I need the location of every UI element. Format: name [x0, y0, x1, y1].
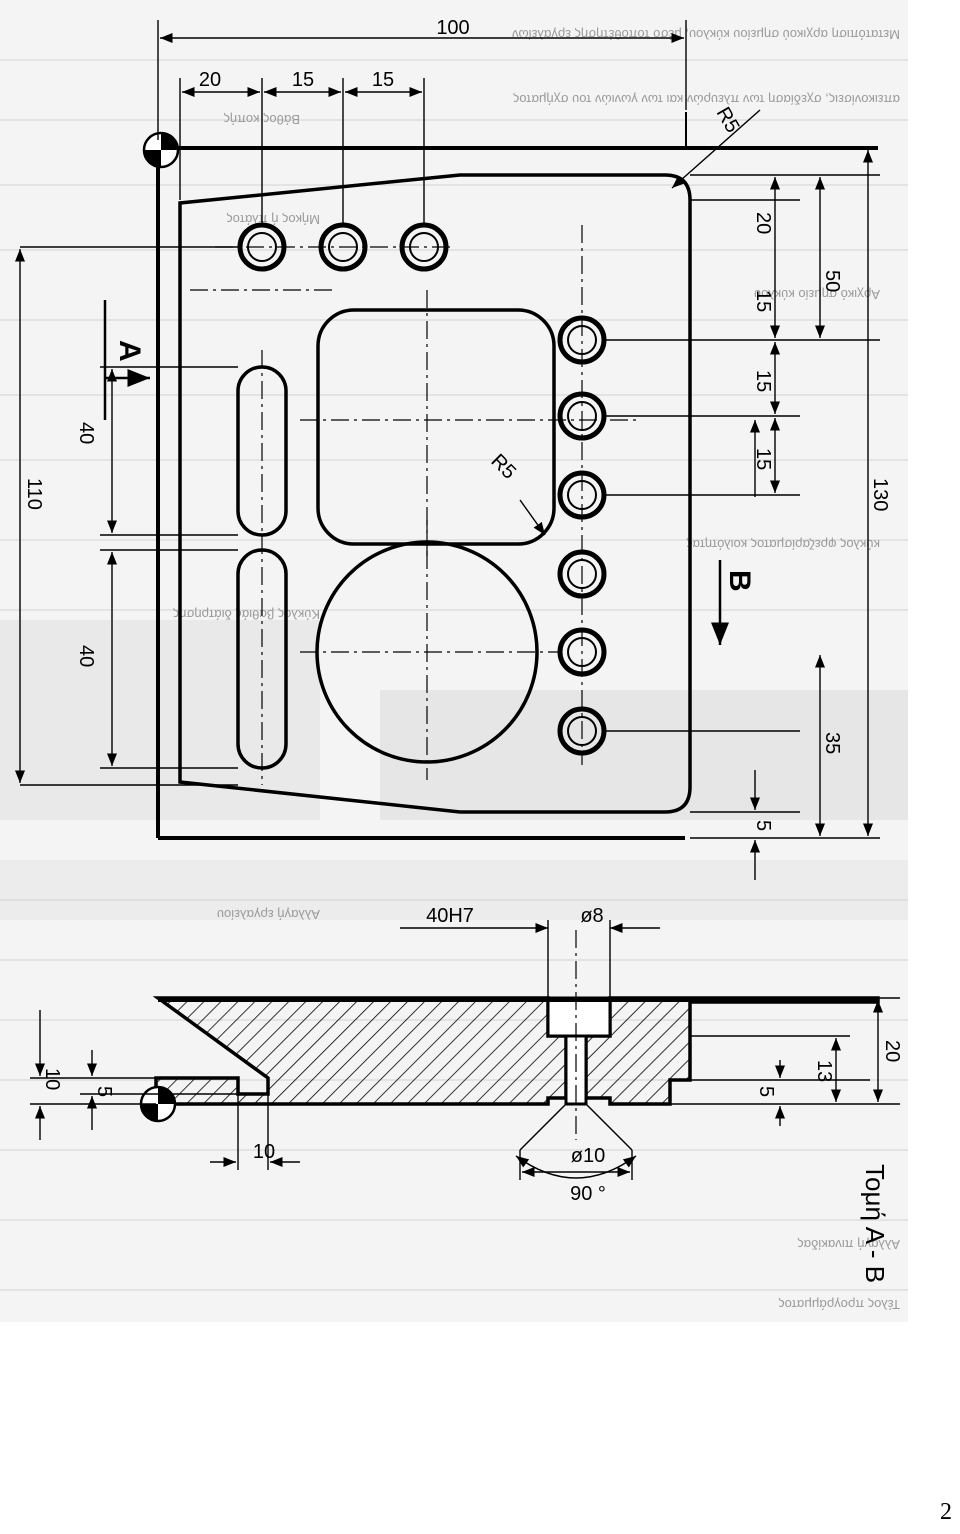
ghost-line: Αλλαγή εργαλείου — [217, 907, 320, 922]
dim-section-angle: 90 ° — [570, 1183, 606, 1205]
datum-symbol-icon — [142, 131, 180, 169]
dim-right-5: 5 — [752, 820, 774, 831]
hole — [557, 315, 607, 365]
dim-section-10-left: 10 — [41, 1068, 63, 1090]
hole — [557, 470, 607, 520]
ghost-line: Κύκλος βαθιάς διάτρησης — [173, 607, 320, 622]
plan-dimensions — [14, 20, 880, 880]
dim-section-dia10: ø10 — [571, 1145, 605, 1167]
page-number: 2 — [940, 1499, 952, 1525]
ghost-line: Μετατόπιση αρχικού σημείου κύκλου, μέσο … — [512, 27, 900, 42]
section-title: Τομή Α - Β — [860, 1164, 890, 1283]
ghost-line: Τέλος προγράμματος — [778, 1297, 900, 1312]
dim-right-15-a: 15 — [752, 290, 774, 312]
dim-section-10-bottom: 10 — [253, 1141, 275, 1163]
dim-right-15-b: 15 — [752, 370, 774, 392]
dim-right-15-c: 15 — [752, 448, 774, 470]
view-marker-a: A — [113, 340, 146, 362]
ghost-line: Αλλαγή πινακίδας — [797, 1237, 900, 1252]
dim-width-20: 20 — [199, 69, 221, 91]
dim-width-15-a: 15 — [292, 69, 314, 91]
hole — [557, 549, 607, 599]
dim-section-13: 13 — [813, 1060, 835, 1082]
dim-width-15-b: 15 — [372, 69, 394, 91]
hole — [557, 391, 607, 441]
dim-right-50: 50 — [821, 270, 843, 292]
ghost-line: κύκλος φρεζαρίσματος κοιλότητας — [686, 537, 880, 552]
ghost-line: απεικονίσεις, σχεδίαση των πλευρών και τ… — [513, 92, 900, 107]
dim-section-40h7: 40H7 — [426, 905, 474, 927]
section-dimension-labels: 40H7 ø8 ø10 90 ° 20 13 5 10 5 10 — [41, 905, 903, 1205]
scanned-background — [0, 0, 908, 1322]
dim-overall-width: 100 — [436, 17, 469, 39]
side-hole-column — [557, 315, 607, 756]
dim-left-40-a: 40 — [75, 422, 97, 444]
section-dimensions — [30, 920, 900, 1180]
view-marker-b: B — [723, 570, 756, 592]
dim-section-dia8: ø8 — [580, 905, 603, 927]
dim-right-20: 20 — [752, 212, 774, 234]
plan-view: A B — [103, 112, 878, 840]
dim-section-20: 20 — [881, 1040, 903, 1062]
dim-section-5-right: 5 — [755, 1086, 777, 1097]
ghost-line: Μήκος ή πλάτος — [226, 212, 320, 227]
dim-right-130: 130 — [869, 478, 891, 511]
dim-left-110: 110 — [23, 478, 45, 510]
hole — [557, 627, 607, 677]
hole — [557, 706, 607, 756]
dim-section-5-left: 5 — [93, 1086, 115, 1097]
dim-left-40-b: 40 — [75, 645, 97, 667]
dim-right-35: 35 — [821, 732, 843, 754]
